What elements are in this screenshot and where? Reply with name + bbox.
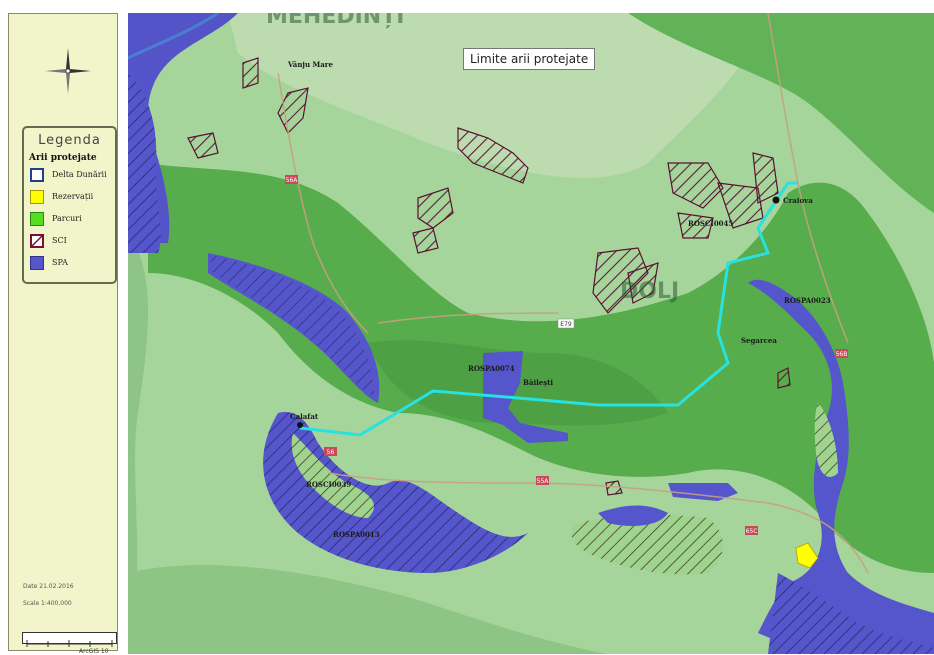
place-label: Calafat xyxy=(290,412,319,421)
legend: Legenda Arii protejate Delta Dunării Rez… xyxy=(22,126,117,284)
green-square-icon xyxy=(30,212,44,226)
blue-square-icon xyxy=(30,256,44,270)
route-line xyxy=(299,181,798,437)
spa-rospa0013 xyxy=(263,412,528,573)
spa-south-mid xyxy=(598,505,668,526)
scale-bar xyxy=(22,632,117,647)
legend-item-label: Delta Dunării xyxy=(52,170,107,179)
map-view[interactable]: 56A 56 55A 65C 56B E79 MEHEDINȚI DOLJ Vâ… xyxy=(128,13,934,654)
road-label: 65C xyxy=(746,528,758,535)
site-label: ROSPA0013 xyxy=(333,530,380,539)
sci-rosci0039 xyxy=(291,433,375,518)
road-label: 55A xyxy=(537,478,550,485)
agri-belt-east xyxy=(628,13,934,213)
sidebar-panel: Legenda Arii protejate Delta Dunării Rez… xyxy=(8,13,118,655)
yellow-square-icon xyxy=(30,190,44,204)
legend-item-label: SPA xyxy=(52,258,68,267)
spa-rospa0074 xyxy=(483,351,568,443)
roads xyxy=(277,13,869,574)
legend-item-reserves: Rezervații xyxy=(30,190,116,204)
date-note: Date 21.02.2016 xyxy=(23,583,74,590)
place-label: Craiova xyxy=(783,196,813,205)
spa-south-small xyxy=(668,483,738,501)
danube-river xyxy=(128,13,219,60)
town-marker xyxy=(772,196,780,204)
road-label: 56A xyxy=(286,177,299,184)
county-label: DOLJ xyxy=(620,279,679,304)
spa-jiu-hatch xyxy=(768,573,934,654)
legend-title: Legenda xyxy=(38,133,101,148)
site-label: ROSCI0039 xyxy=(306,480,351,489)
road-label: E79 xyxy=(560,321,572,328)
spa-area-west-hatch xyxy=(128,73,161,253)
site-label: ROSPA0023 xyxy=(784,296,831,305)
relief-west xyxy=(128,233,148,654)
reserve-patch xyxy=(795,542,819,569)
site-label: ROSPA0074 xyxy=(468,364,515,373)
spa-danube-hatch xyxy=(210,255,374,397)
legend-item-delta: Delta Dunării xyxy=(30,168,116,182)
relief-southwest xyxy=(128,564,608,654)
county-top-label: MEHEDINȚI xyxy=(266,13,404,29)
road-shields: 56A 56 55A 65C 56B E79 xyxy=(285,175,848,535)
legend-item-spa: SPA xyxy=(30,256,116,270)
scale-footer: ArcGIS 10 xyxy=(79,648,109,655)
sci-south xyxy=(571,514,723,575)
legend-item-parks: Parcuri xyxy=(30,212,116,226)
north-arrow-icon xyxy=(45,48,91,94)
hatched-square-icon xyxy=(30,234,44,248)
site-label: ROSCI0045 xyxy=(688,219,733,228)
scale-note: Scale 1:400,000 xyxy=(23,600,72,607)
square-outline-icon xyxy=(30,168,44,182)
road-label: 56B xyxy=(836,351,848,358)
legend-subtitle: Arii protejate xyxy=(29,153,97,163)
spa-rospa0023 xyxy=(748,279,934,654)
legend-item-sci: SCI xyxy=(30,234,116,248)
sci-jiu xyxy=(814,403,838,477)
legend-item-label: Parcuri xyxy=(52,214,82,223)
place-label: Băilești xyxy=(523,378,553,387)
map-title: Limite arii protejate xyxy=(463,48,596,70)
road-label: 56 xyxy=(327,449,335,456)
legend-item-label: SCI xyxy=(52,236,67,245)
place-label: Vânju Mare xyxy=(287,60,333,69)
map-canvas[interactable]: 56A 56 55A 65C 56B E79 MEHEDINȚI DOLJ Vâ… xyxy=(128,13,934,654)
relief-pale-north xyxy=(228,13,768,178)
town-marker xyxy=(297,422,303,428)
place-label: Segarcea xyxy=(741,336,777,345)
legend-item-label: Rezervații xyxy=(52,192,94,201)
